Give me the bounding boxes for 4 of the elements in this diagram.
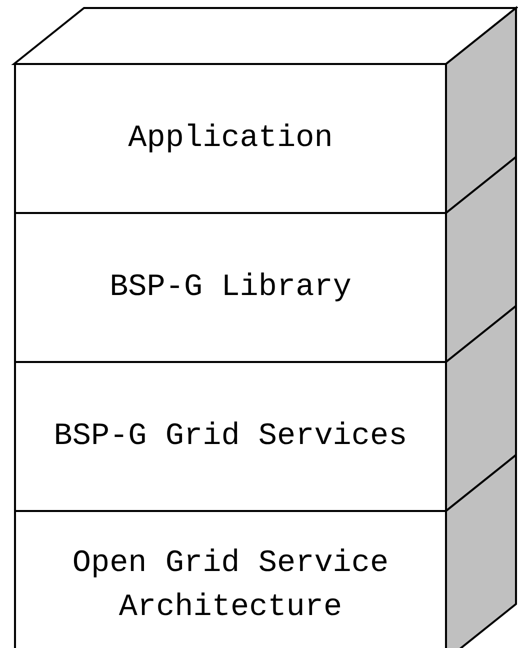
- layer-label: BSP-G Grid Services: [54, 418, 408, 456]
- layer-label: Open Grid Service Architecture: [71, 544, 390, 626]
- layer-label: Application: [128, 120, 333, 158]
- layer-label: BSP-G Library: [110, 268, 352, 306]
